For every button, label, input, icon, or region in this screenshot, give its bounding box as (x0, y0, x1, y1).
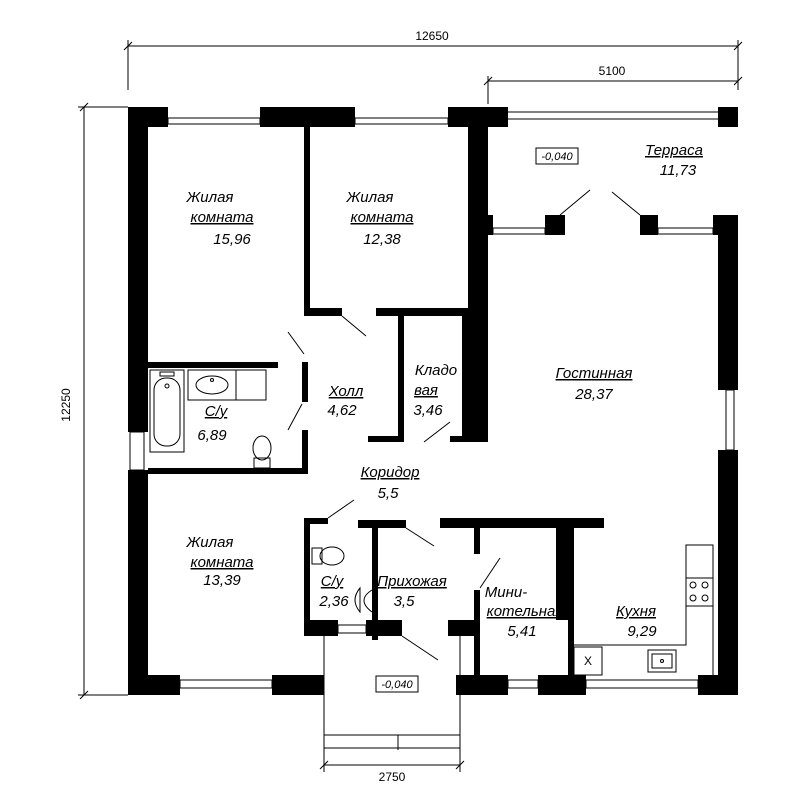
room-corridor: Коридор 5,5 (361, 464, 420, 502)
room-name-line1: Жилая (186, 189, 234, 206)
room-area: 13,39 (203, 572, 241, 589)
room-name-line1: Жилая (346, 189, 394, 206)
level-marker-terrace: -0,040 (535, 147, 579, 165)
room-hall: Холл 4,62 (327, 383, 363, 419)
room-area: 4,62 (327, 402, 357, 419)
room-name-line2: комната (191, 209, 254, 226)
outer-walls (128, 107, 738, 695)
room-area: 28,37 (574, 386, 613, 403)
sink-1 (187, 369, 267, 401)
room-area: 9,29 (627, 623, 657, 640)
room-name-line2: котельная (487, 603, 564, 620)
room-boiler: Мини- котельная 5,41 (485, 584, 564, 640)
room-area: 11,73 (660, 162, 697, 179)
toilet-2 (311, 546, 345, 566)
room-name: Гостинная (556, 365, 633, 382)
room-name: Холл (328, 383, 364, 400)
kitchen-counter (573, 544, 714, 676)
door-swings (287, 189, 641, 661)
dimension-lines (78, 40, 743, 772)
room-name: С/у (321, 573, 345, 590)
level-marker-porch: -0,040 (375, 675, 419, 693)
room-name-line1: Жилая (186, 534, 234, 551)
bathtub (149, 369, 185, 453)
room-living-2: Жилая комната 12,38 (346, 189, 414, 248)
room-terrace: Терраса 11,73 (645, 142, 703, 179)
room-area: 5,41 (507, 623, 536, 640)
overall-height-dimension: 12250 (59, 388, 73, 422)
toilet-1 (252, 435, 272, 469)
room-area: 15,96 (213, 231, 251, 248)
room-area: 3,5 (394, 593, 416, 610)
windows (129, 111, 735, 689)
room-bathroom-2: С/у 2,36 (318, 573, 349, 610)
porch-width-dimension: 2750 (379, 770, 406, 784)
sink-2 (354, 586, 373, 614)
room-name-line1: Кладо (415, 362, 457, 379)
room-kitchen: Кухня 9,29 (616, 603, 657, 640)
level-terrace-text: -0,040 (541, 151, 573, 163)
room-name-line2: комната (191, 554, 254, 571)
level-porch-text: -0,040 (381, 679, 413, 691)
room-name-line1: Мини- (485, 584, 527, 601)
interior-walls (148, 127, 604, 749)
room-name: С/у (205, 403, 229, 420)
room-bathroom-1: С/у 6,89 (197, 403, 228, 444)
room-storage: Кладо вая 3,46 (413, 362, 457, 419)
room-area: 2,36 (318, 593, 349, 610)
room-name-line2: комната (351, 209, 414, 226)
room-name: Терраса (645, 142, 703, 159)
terrace-width-dimension: 5100 (599, 64, 626, 78)
room-entrance: Прихожая 3,5 (377, 573, 447, 610)
room-name-line2: вая (414, 382, 438, 399)
room-name: Прихожая (377, 573, 447, 590)
room-lounge: Гостинная 28,37 (556, 365, 633, 403)
room-area: 5,5 (378, 485, 400, 502)
room-area: 12,38 (363, 231, 401, 248)
room-living-3: Жилая комната 13,39 (186, 534, 254, 589)
room-living-1: Жилая комната 15,96 (186, 189, 254, 248)
room-area: 3,46 (413, 402, 443, 419)
room-name: Коридор (361, 464, 420, 481)
room-name: Кухня (616, 603, 656, 620)
room-area: 6,89 (197, 427, 227, 444)
overall-width-dimension: 12650 (415, 29, 449, 43)
fridge-mark: X (584, 654, 592, 668)
